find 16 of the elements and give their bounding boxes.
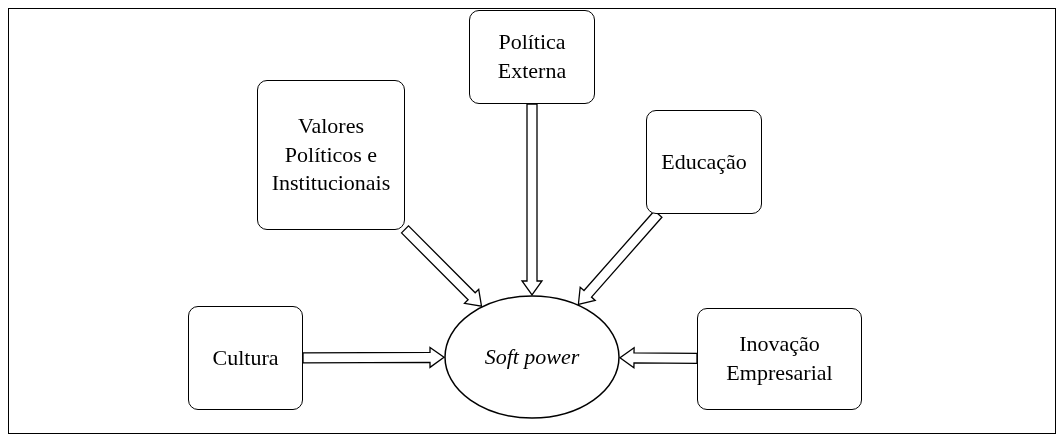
node-label: Cultura bbox=[212, 343, 279, 372]
rounded-box bbox=[697, 308, 862, 410]
hollow-arrow bbox=[520, 103, 544, 297]
rounded-box bbox=[257, 80, 405, 230]
node-label: Educação bbox=[661, 147, 747, 176]
node-label: Inovação Empresarial bbox=[725, 330, 834, 387]
rounded-box bbox=[188, 306, 303, 410]
rounded-box bbox=[646, 110, 762, 214]
node-label: Soft power bbox=[484, 342, 580, 371]
ellipse-node bbox=[444, 295, 620, 419]
rounded-box bbox=[469, 10, 595, 104]
hollow-arrow bbox=[618, 346, 698, 370]
node-label: Política Externa bbox=[496, 28, 568, 85]
hollow-arrow bbox=[302, 346, 446, 369]
hollow-arrow bbox=[400, 224, 483, 307]
node-label: Valores Políticos e Institucionais bbox=[270, 112, 392, 198]
